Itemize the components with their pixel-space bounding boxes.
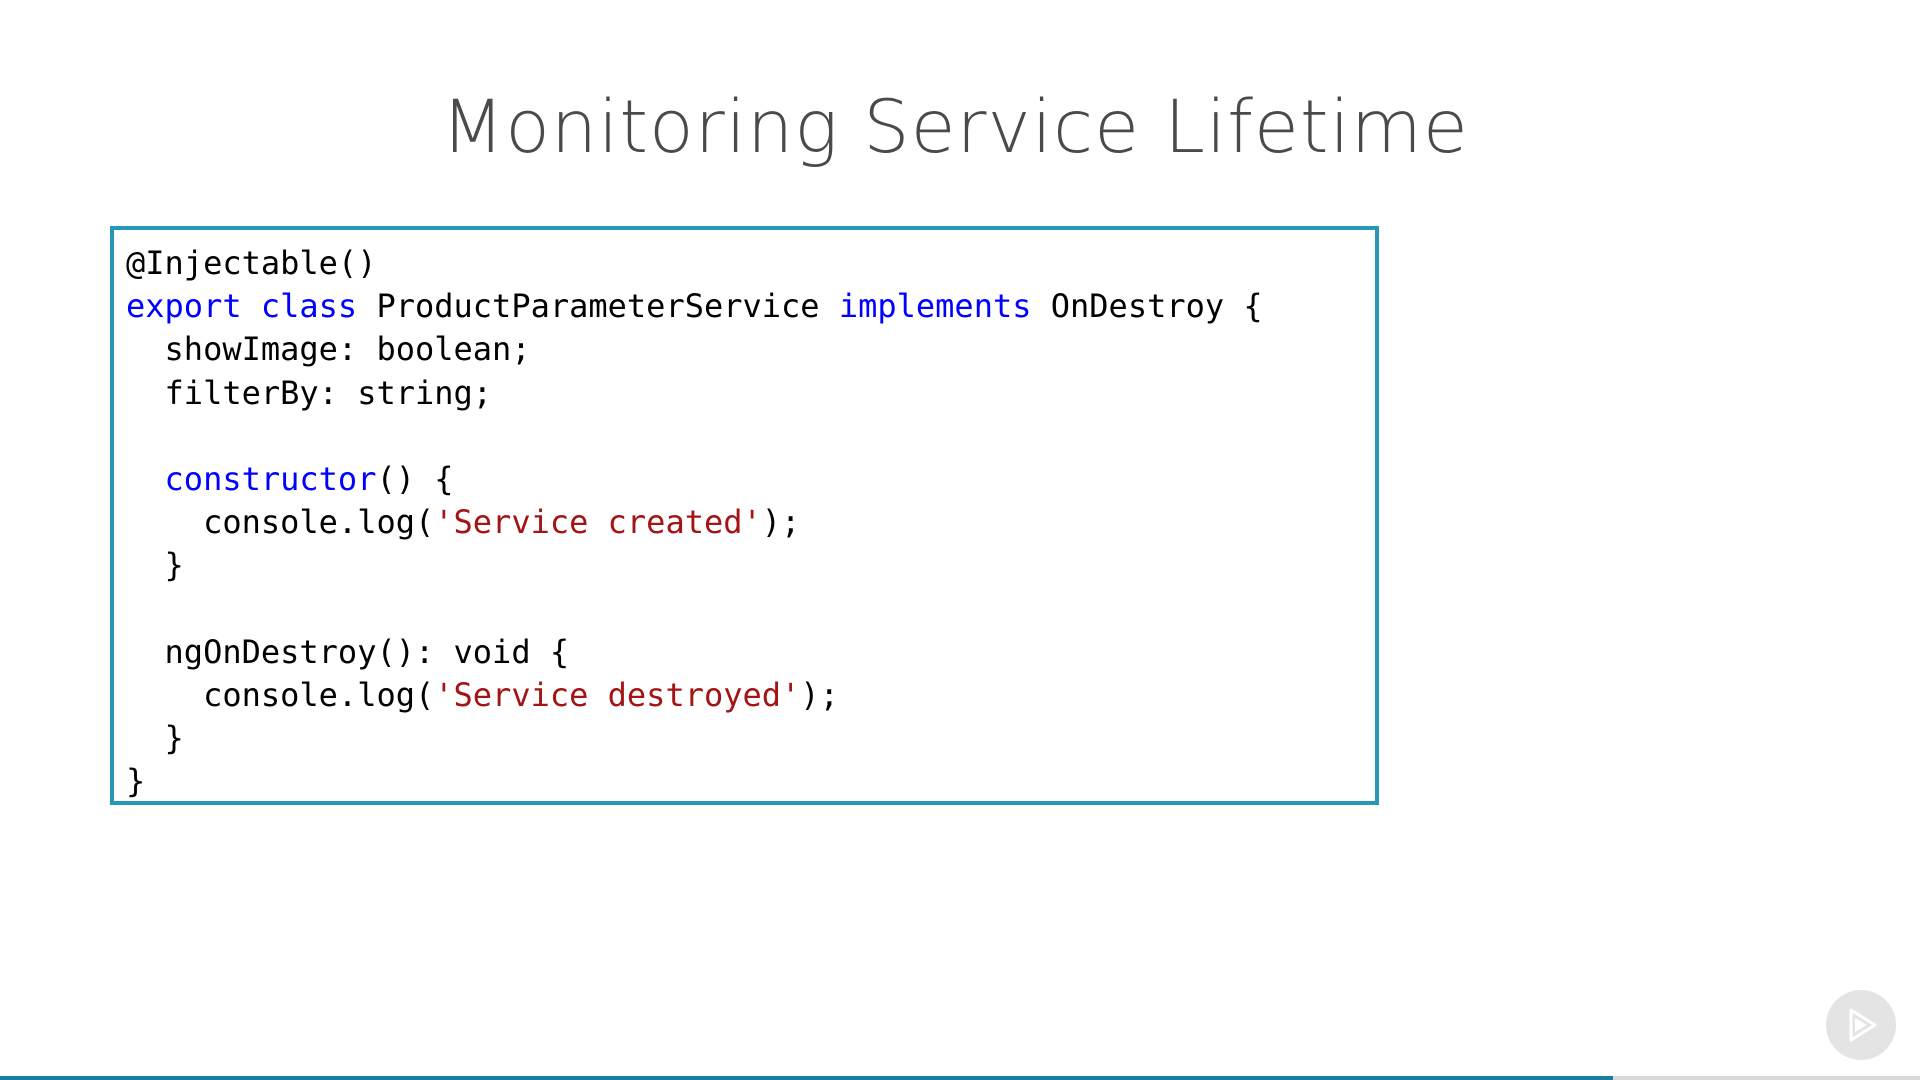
code-text: } [126, 762, 146, 801]
code-text [126, 460, 165, 498]
code-string: 'Service created' [434, 503, 762, 542]
code-line [126, 588, 1263, 631]
code-line: constructor() { [126, 458, 1263, 501]
code-text: () { [376, 459, 454, 498]
code-line: } [126, 760, 1263, 803]
code-text: @Injectable() [126, 244, 377, 282]
code-text: } [126, 719, 184, 758]
code-line: export class ProductParameterService imp… [126, 285, 1263, 328]
code-line: console.log('Service created'); [126, 501, 1263, 544]
code-line: @Injectable() [126, 242, 1263, 285]
code-line: ngOnDestroy(): void { [126, 631, 1263, 674]
code-keyword: class [260, 287, 358, 326]
code-line: showImage: boolean; [126, 328, 1263, 371]
code-text: OnDestroy { [1031, 287, 1263, 326]
code-text [242, 287, 261, 325]
code-text: console.log( [126, 675, 435, 714]
code-keyword: implements [838, 287, 1032, 326]
code-block: @Injectable()export class ProductParamet… [126, 242, 1263, 803]
code-text: ProductParameterService [357, 287, 839, 326]
code-text: console.log( [126, 503, 435, 542]
play-button[interactable] [1826, 990, 1896, 1060]
code-line: filterBy: string; [126, 372, 1263, 415]
code-keyword: constructor [164, 459, 377, 498]
play-icon [1849, 1008, 1877, 1042]
slide-title: Monitoring Service Lifetime [441, 85, 1469, 170]
progress-bar[interactable] [0, 1076, 1920, 1080]
code-text: ngOnDestroy(): void { [126, 632, 570, 671]
code-keyword: export [126, 287, 242, 326]
code-text: ); [800, 675, 839, 714]
code-box: @Injectable()export class ProductParamet… [110, 226, 1379, 805]
code-line: } [126, 544, 1263, 587]
progress-fill [0, 1076, 1613, 1080]
code-text: } [126, 546, 184, 585]
code-text: showImage: boolean; [126, 330, 531, 369]
code-string: 'Service destroyed' [434, 675, 801, 714]
code-line [126, 415, 1263, 458]
code-text: ); [761, 503, 801, 542]
code-line: } [126, 717, 1263, 760]
code-line: console.log('Service destroyed'); [126, 674, 1263, 717]
code-text: filterBy: string; [126, 373, 493, 412]
